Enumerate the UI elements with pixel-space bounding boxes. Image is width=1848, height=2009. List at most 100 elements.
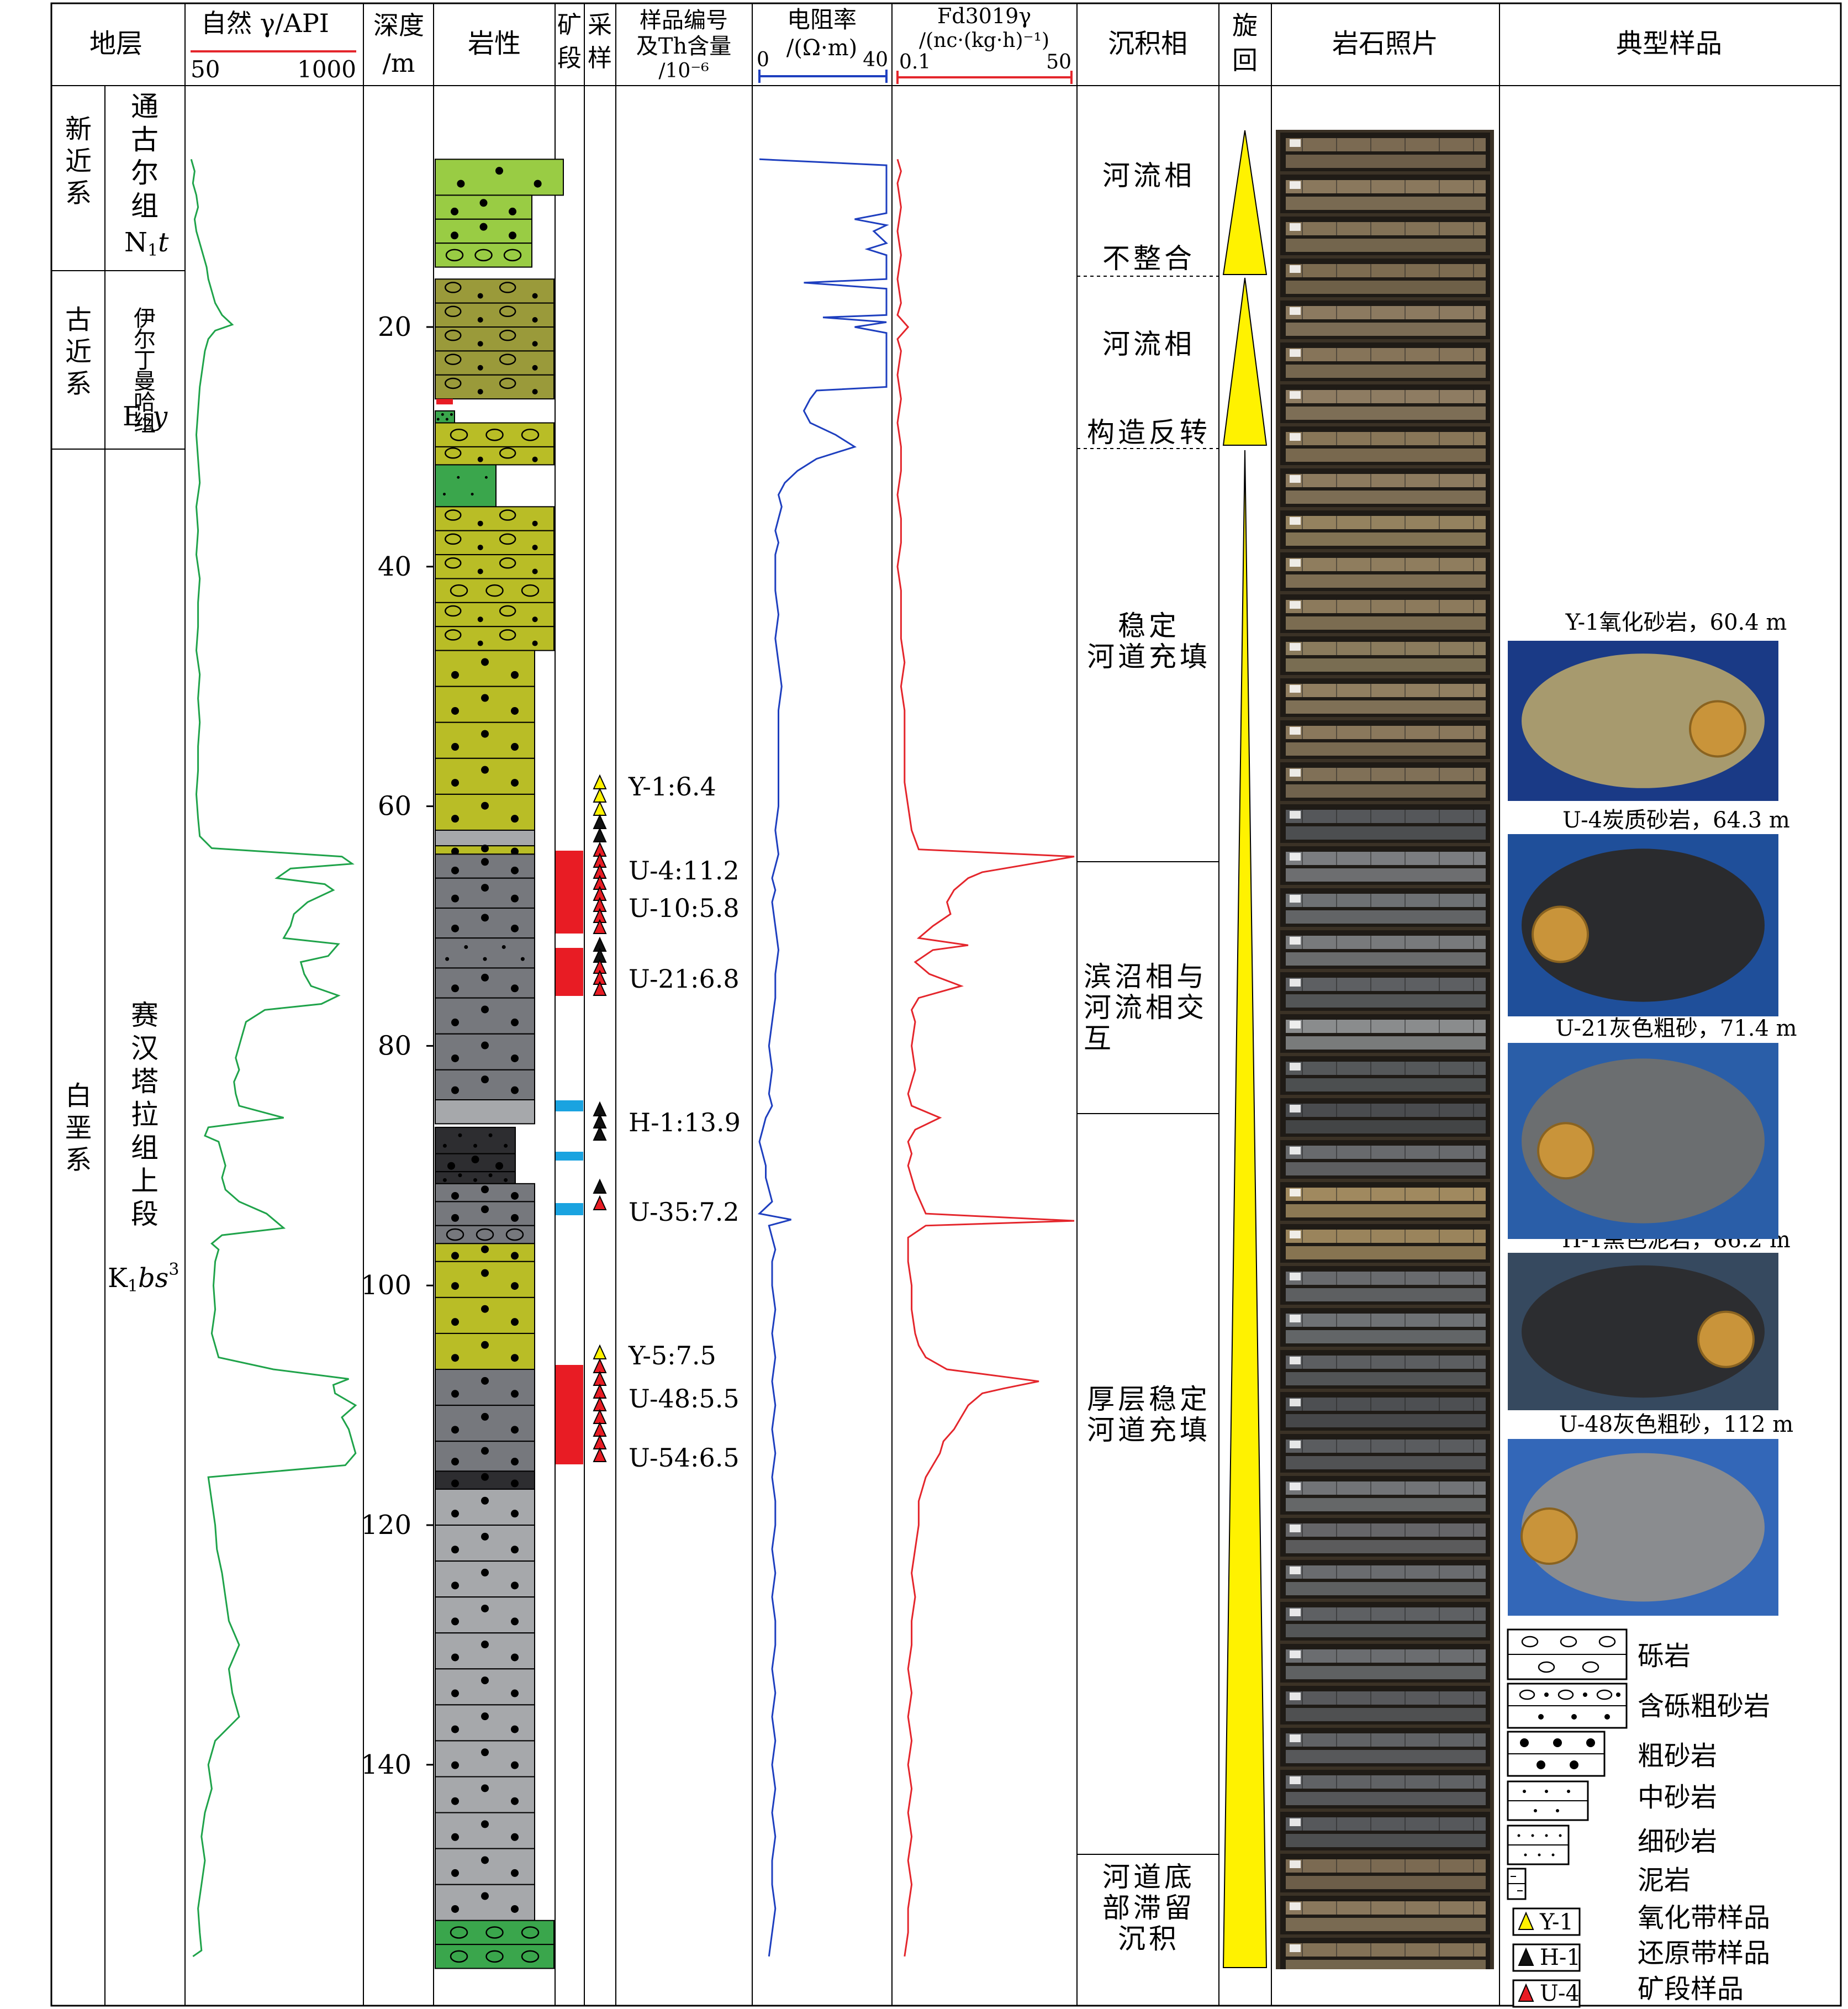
core-row <box>1280 1056 1490 1095</box>
formation-saihantala-char: 拉 <box>131 1099 159 1131</box>
fd-scale-max: 50 <box>1046 51 1071 73</box>
system-paleogene-char: 古 <box>65 304 92 335</box>
typical-sample-header: 典型样品 <box>1616 28 1722 59</box>
core-row <box>1280 636 1490 675</box>
formation-yierdingmanha-char: 哈 <box>134 390 156 415</box>
coin-icon <box>1537 1122 1594 1180</box>
lithology-red-marker <box>436 399 453 405</box>
reduced-sample-marker <box>593 1178 607 1194</box>
depth-tick-label: 20 <box>378 312 411 342</box>
core-row <box>1280 1182 1490 1221</box>
sample-label: Y-5:7.5 <box>628 1341 716 1370</box>
oxidized-sample-marker <box>593 800 607 816</box>
lithology-bed <box>435 967 535 999</box>
lithology-bed <box>435 374 555 400</box>
photo-header: 岩石照片 <box>1332 28 1438 59</box>
core-row <box>1280 468 1490 507</box>
fd3019-curve <box>896 159 1075 1957</box>
cycle-column <box>1222 130 1268 1968</box>
oxidized-sample-marker <box>593 787 607 803</box>
lithology-bed <box>435 1920 555 1945</box>
reduced-sample-marker <box>593 827 607 842</box>
blue-band-2 <box>556 1152 583 1161</box>
sample-label: U-48:5.5 <box>629 1384 740 1414</box>
legend-label-oxidized: 氧化带样品 <box>1638 1902 1770 1933</box>
lithology-bed <box>435 845 535 856</box>
ore-interval-2 <box>556 948 583 996</box>
legend-code-oxidized: Y-1 <box>1539 1910 1574 1935</box>
gamma-scale-max: 1000 <box>297 56 356 83</box>
lithology-bed <box>435 410 455 424</box>
facies-label: 不整合 <box>1102 242 1195 275</box>
lithology-bed <box>435 1848 535 1885</box>
blue-band-3 <box>556 1203 583 1215</box>
formation-saihantala-char: 段 <box>131 1198 159 1230</box>
lithology-bed <box>435 1243 535 1262</box>
resistivity-scale-line <box>758 70 888 83</box>
lithology-bed <box>435 721 535 759</box>
legend: 砾岩 含砾粗砂岩 粗砂岩 中砂岩 细砂岩 泥岩 氧化带样品 还原带样品 矿段样品… <box>1507 1628 1770 2008</box>
ore-interval-1 <box>556 851 583 934</box>
typical-sample-photos: Y-1氧化砂岩，60.4 m U-4炭质砂岩，64.3 m U-21灰色粗砂，7… <box>1508 610 1797 1616</box>
core-row <box>1280 888 1490 927</box>
core-row <box>1280 426 1490 465</box>
core-row <box>1280 133 1490 171</box>
ore-sample-marker <box>593 980 607 996</box>
ore-sample-marker <box>593 1370 607 1386</box>
sample-header-2: 及Th含量 <box>636 34 731 59</box>
core-row <box>1280 1854 1490 1892</box>
header-row: 地层 自然 γ/API 50 1000 深度 /m 岩性 矿 段 采 样 样品编… <box>89 4 1722 84</box>
sample-photo <box>1508 1253 1778 1410</box>
photo-caption: Y-1氧化砂岩，60.4 m <box>1565 610 1787 635</box>
photo-caption: U-4炭质砂岩，64.3 m <box>1562 808 1790 833</box>
formation-yierdingmanha-char: 尔 <box>134 327 156 352</box>
lithology-bed <box>435 1153 516 1173</box>
formation-saihantala-char: 汉 <box>131 1032 159 1064</box>
legend-ore-box-triangle <box>1518 1983 1534 2002</box>
cycle-triangle-3 <box>1222 450 1268 1968</box>
lithology-bed <box>435 350 555 376</box>
resistivity-curve <box>757 158 889 1957</box>
lithology-bed <box>435 1668 535 1706</box>
lithology-bed <box>435 464 497 508</box>
sampling-header-2: 样 <box>588 44 612 72</box>
lithology-bed <box>435 1332 535 1370</box>
lithology-bed <box>435 602 555 628</box>
resistivity-unit: /(Ω·m) <box>786 35 858 61</box>
sample-photo <box>1508 1043 1778 1239</box>
lithology-bed <box>435 997 535 1035</box>
sample-label: U-21:6.8 <box>629 964 740 994</box>
lithology-bed <box>435 1369 535 1406</box>
formation-tonggur-char: 通 <box>131 91 159 123</box>
oxidized-sample-marker <box>593 774 607 789</box>
ore-sample-marker <box>593 919 607 934</box>
coin-icon <box>1520 1507 1578 1565</box>
legend-code-ore: U-4 <box>1540 1981 1580 2006</box>
formation-saihantala-char: 赛 <box>131 999 159 1031</box>
core-row <box>1280 1476 1490 1515</box>
facies-label: 厚层稳定河道充填 <box>1087 1383 1211 1446</box>
legend-label-coarse: 粗砂岩 <box>1638 1741 1717 1771</box>
formation-yierdingmanha-char: 伊 <box>134 306 156 331</box>
coin-icon <box>1689 700 1746 758</box>
sample-label: H-1:13.9 <box>629 1108 741 1137</box>
lithology-bed <box>435 1704 535 1742</box>
lithology-bed <box>435 877 535 909</box>
core-row <box>1280 762 1490 801</box>
lithology-bed <box>435 218 532 244</box>
legend-reduced-box-triangle <box>1518 1947 1534 1966</box>
legend-label-reduced: 还原带样品 <box>1638 1938 1770 1969</box>
lithology-bed <box>435 1405 535 1442</box>
photo-caption: U-21灰色粗砂，71.4 m <box>1555 1016 1797 1041</box>
core-row <box>1280 1686 1490 1725</box>
sample-header: 样品编号 <box>640 8 728 33</box>
core-row <box>1280 1434 1490 1473</box>
cycle-header: 旋 <box>1232 10 1258 40</box>
lithology-bed <box>435 326 555 352</box>
depth-tick-label: 100 <box>361 1270 411 1301</box>
core-row <box>1280 1350 1490 1389</box>
sample-header-3: /10⁻⁶ <box>658 60 709 82</box>
lithology-bed <box>435 1441 535 1472</box>
